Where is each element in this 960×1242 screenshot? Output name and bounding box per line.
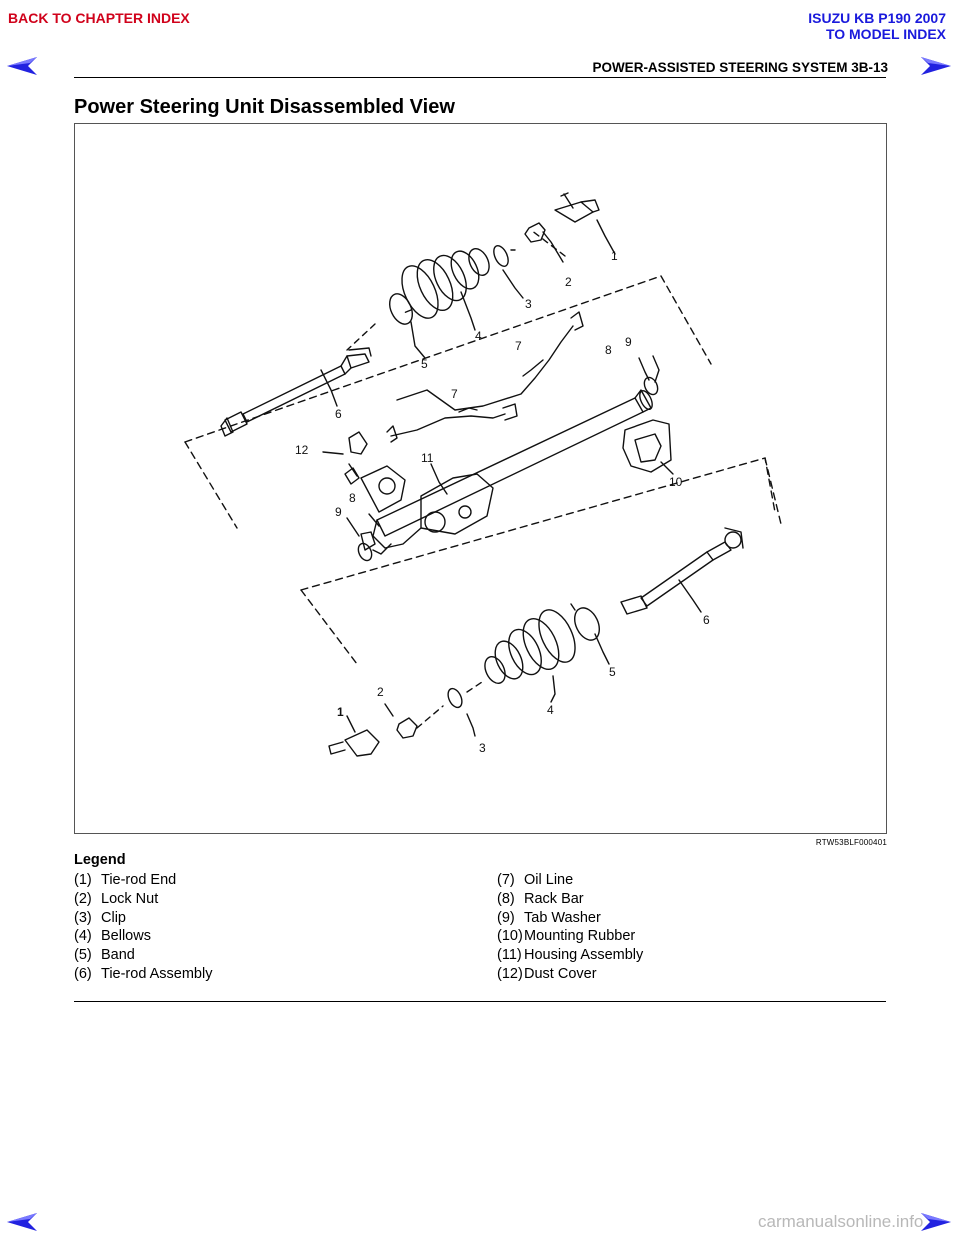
legend-item: (2)Lock Nut [74, 890, 159, 907]
previous-page-arrow-icon[interactable] [6, 56, 38, 76]
legend-item: (1)Tie-rod End [74, 872, 177, 888]
callout-1-upper: 1 [611, 249, 618, 263]
model-index-block[interactable]: ISUZU KB P190 2007 TO MODEL INDEX [808, 10, 946, 42]
legend-item: (10)Mounting Rubber [497, 928, 636, 945]
callout-2-upper: 2 [565, 275, 572, 289]
callout-12: 12 [295, 443, 309, 457]
callout-5-upper: 5 [421, 357, 428, 371]
clip-lower [447, 687, 463, 709]
mounting-rubber [622, 419, 672, 473]
callout-numbers: 1 2 3 4 5 6 7 7 8 9 10 11 12 6 5 4 3 2 1… [295, 249, 710, 755]
band-lower [574, 607, 600, 641]
legend-right-column: (7)Oil Line (8)Rack Bar (9)Tab Washer (1… [497, 871, 877, 984]
housing-assembly [344, 389, 653, 555]
lock-nut-lower [396, 717, 418, 739]
header-rule [74, 77, 886, 78]
tie-rod-end-upper [554, 201, 594, 223]
exploded-view-figure: 1 2 3 4 5 6 7 7 8 9 10 11 12 6 5 4 3 2 1… [74, 123, 887, 834]
callout-9-right: 9 [625, 335, 632, 349]
callout-5-lower: 5 [609, 665, 616, 679]
previous-page-arrow-bottom-icon[interactable] [6, 1212, 38, 1232]
back-to-chapter-index-link[interactable]: BACK TO CHAPTER INDEX [8, 10, 190, 26]
tie-rod-assembly-upper [220, 347, 372, 437]
callout-4-lower: 4 [547, 703, 554, 717]
bellows-lower [484, 609, 576, 684]
tab-washer-left [357, 542, 373, 562]
callout-3-lower: 3 [479, 741, 486, 755]
legend-item: (4)Bellows [74, 928, 151, 945]
callout-1-lower: 1 [337, 705, 344, 719]
steering-unit-diagram: 1 2 3 4 5 6 7 7 8 9 10 11 12 6 5 4 3 2 1… [184, 192, 782, 757]
callout-6-lower: 6 [703, 613, 710, 627]
callout-6-upper: 6 [335, 407, 342, 421]
figure-code: RTW53BLF000401 [815, 838, 887, 847]
callout-4-upper: 4 [475, 329, 482, 343]
footer-rule [74, 1001, 886, 1002]
bellows-upper [401, 248, 490, 319]
callout-11: 11 [421, 451, 434, 465]
watermark: carmanualsonline.info [758, 1212, 924, 1231]
callout-7-upper: 7 [515, 339, 522, 353]
next-page-arrow-bottom-icon[interactable] [920, 1212, 952, 1232]
page-title: Power Steering Unit Disassembled View [74, 96, 455, 118]
legend-item: (11)Housing Assembly [497, 947, 644, 964]
next-page-arrow-icon[interactable] [920, 56, 952, 76]
lock-nut-upper [524, 222, 546, 243]
section-header: POWER-ASSISTED STEERING SYSTEM 3B-13 [592, 60, 888, 75]
model-title: ISUZU KB P190 2007 [808, 10, 946, 26]
tie-rod-end-lower [344, 729, 380, 757]
callout-10: 10 [669, 475, 683, 489]
oil-line-lower [390, 413, 506, 437]
legend-item: (6)Tie-rod Assembly [74, 965, 213, 982]
callout-3-upper: 3 [525, 297, 532, 311]
to-model-index-link[interactable]: TO MODEL INDEX [825, 26, 946, 42]
legend-item: (3)Clip [74, 909, 126, 926]
callout-8-left: 8 [349, 491, 356, 505]
legend-item: (9)Tab Washer [497, 909, 601, 926]
callout-2-lower: 2 [377, 685, 384, 699]
legend-item: (12)Dust Cover [497, 965, 597, 982]
band-upper [388, 293, 414, 325]
callout-8-right: 8 [605, 343, 612, 357]
legend-title: Legend [74, 852, 126, 868]
callout-7-lower: 7 [451, 387, 458, 401]
tab-washer-right [643, 376, 659, 396]
legend-left-column: (1)Tie-rod End (2)Lock Nut (3)Clip (4)Be… [74, 871, 454, 984]
clip-upper [493, 245, 509, 267]
legend-item: (7)Oil Line [497, 872, 574, 888]
legend-item: (5)Band [74, 947, 135, 964]
callout-9-left: 9 [335, 505, 342, 519]
oil-line-upper [396, 325, 574, 411]
dust-cover [348, 431, 368, 455]
tie-rod-assembly-lower [620, 527, 744, 615]
legend-item: (8)Rack Bar [497, 890, 584, 907]
